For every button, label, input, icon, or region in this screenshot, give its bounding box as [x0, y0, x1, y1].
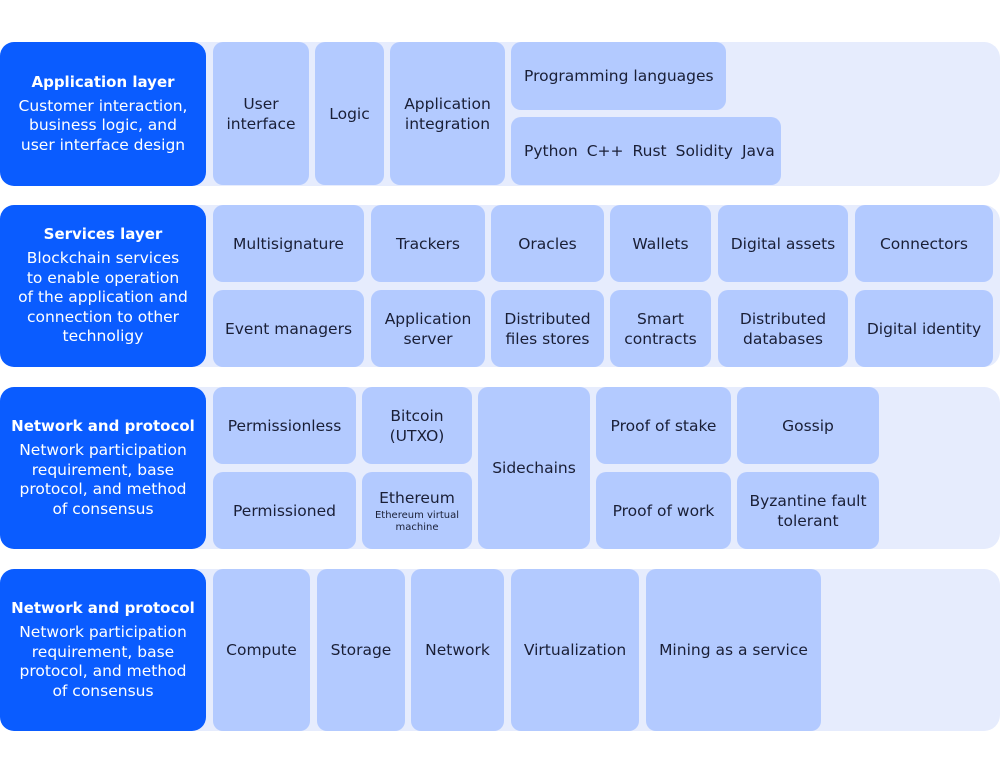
cell-sidechains: Sidechains [478, 387, 590, 549]
cell-virtualization: Virtualization [511, 569, 639, 731]
cell-language-list: Python C++ Rust Solidity Java [511, 117, 781, 185]
cell-logic: Logic [315, 42, 384, 185]
cell-storage: Storage [317, 569, 405, 731]
network-layer-header: Network and protocol Network participati… [0, 387, 206, 549]
cell-event-managers: Event managers [213, 290, 364, 367]
cell-ethereum: Ethereum Ethereum virtual machine [362, 472, 472, 549]
network-layer-title: Network and protocol [11, 417, 195, 435]
infrastructure-layer-title: Network and protocol [11, 599, 195, 617]
cell-permissionless: Permissionless [213, 387, 356, 464]
services-layer-title: Services layer [43, 225, 163, 244]
cell-network: Network [411, 569, 504, 731]
language-java: Java [741, 142, 775, 160]
application-layer-title: Application layer [31, 72, 175, 91]
language-list: Python C++ Rust Solidity Java [524, 141, 775, 161]
cell-programming-languages: Programming languages [511, 42, 726, 110]
cell-smart-contracts: Smart contracts [610, 290, 711, 367]
cell-wallets: Wallets [610, 205, 711, 282]
language-cpp: C++ [586, 142, 624, 160]
cell-application-integration: Application integration [390, 42, 505, 185]
cell-distributed-databases: Distributed databases [718, 290, 848, 367]
cell-bitcoin: Bitcoin (UTXO) [362, 387, 472, 464]
cell-multisignature: Multisignature [213, 205, 364, 282]
cell-digital-identity: Digital identity [855, 290, 993, 367]
application-layer-header: Application layer Customer interaction, … [0, 42, 206, 186]
services-layer-header: Services layer Blockchain services to en… [0, 205, 206, 367]
language-python: Python [524, 142, 578, 160]
cell-mining-as-a-service: Mining as a service [646, 569, 821, 731]
ethereum-label: Ethereum [379, 488, 455, 507]
language-rust: Rust [632, 142, 667, 160]
cell-proof-of-stake: Proof of stake [596, 387, 731, 464]
infrastructure-layer-desc: Network participation requirement, base … [19, 623, 187, 700]
infrastructure-layer-header: Network and protocol Network participati… [0, 569, 206, 731]
application-layer-desc: Customer interaction, business logic, an… [18, 96, 188, 154]
language-solidity: Solidity [675, 142, 733, 160]
cell-oracles: Oracles [491, 205, 604, 282]
ethereum-sublabel: Ethereum virtual machine [374, 509, 459, 533]
network-layer-desc: Network participation requirement, base … [19, 441, 187, 518]
cell-permissioned: Permissioned [213, 472, 356, 549]
cell-gossip: Gossip [737, 387, 879, 464]
cell-digital-assets: Digital assets [718, 205, 848, 282]
cell-application-server: Application server [371, 290, 485, 367]
cell-compute: Compute [213, 569, 310, 731]
cell-proof-of-work: Proof of work [596, 472, 731, 549]
cell-distributed-files-stores: Distributed files stores [491, 290, 604, 367]
cell-trackers: Trackers [371, 205, 485, 282]
cell-connectors: Connectors [855, 205, 993, 282]
cell-byzantine-fault-tolerant: Byzantine fault tolerant [737, 472, 879, 549]
services-layer-desc: Blockchain services to enable operation … [18, 249, 188, 346]
cell-user-interface: User interface [213, 42, 309, 185]
